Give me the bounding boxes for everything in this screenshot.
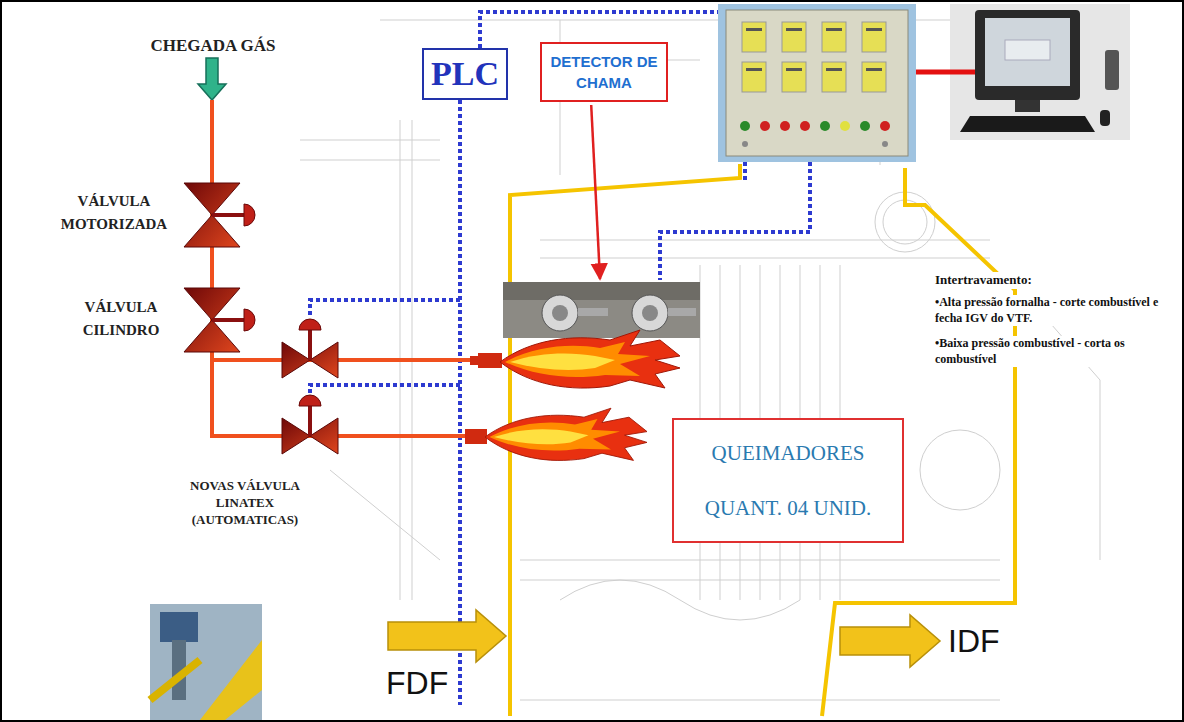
burner-box: QUEIMADORES QUANT. 04 UNID. (672, 418, 904, 543)
detector-box: DETECTOR DE CHAMA (540, 42, 668, 102)
burner-flame (500, 330, 680, 388)
leader-arrow (591, 105, 600, 279)
idf-flow-arrow (840, 615, 940, 667)
gas-inlet-arrow (198, 58, 226, 100)
fan-label: IDF (946, 624, 1002, 659)
plc-label: PLC (431, 54, 499, 95)
fan-label: FDF (384, 666, 450, 701)
fdf-flow-arrow (388, 610, 506, 662)
interlock-note: •Alta pressão fornalha - corte combustív… (933, 295, 1173, 326)
valve-label: VÁLVULA MOTORIZADA (48, 190, 180, 237)
interlock-note: •Baixa pressão combustível - corta os co… (933, 336, 1173, 367)
inlet-label: CHEGADA GÁS (118, 36, 308, 56)
gas-piping (212, 100, 480, 436)
burner-flame (485, 408, 647, 460)
valve-label: NOVAS VÁLVULA LINATEX (AUTOMATICAS) (165, 478, 325, 529)
interlock-heading: Intertravamento: (933, 272, 1173, 289)
cylinder-valve-symbol (184, 288, 255, 352)
valve-label: VÁLVULA CILINDRO (62, 296, 180, 343)
burner-label: QUEIMADORES QUANT. 04 UNID. (684, 426, 892, 535)
motorized-valve-symbol (184, 183, 255, 247)
detector-label: DETECTOR DE CHAMA (548, 51, 660, 93)
automatic-valve-symbol (282, 395, 338, 454)
plc-box: PLC (422, 48, 508, 100)
automatic-valve-symbol (282, 319, 338, 378)
computer-photo (950, 4, 1130, 140)
network-link (916, 70, 975, 75)
control-panel-photo (718, 4, 916, 162)
flame-detector-photo (503, 282, 700, 338)
linatex-valve-photo (150, 604, 262, 720)
